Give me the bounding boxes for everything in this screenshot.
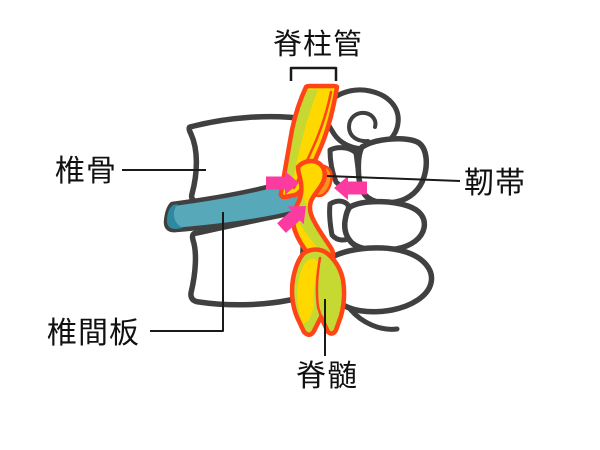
cord-bottom-crease	[315, 256, 324, 322]
label-spinal-canal: 脊柱管	[273, 27, 363, 61]
cord-bottom-yellow-core	[297, 258, 319, 324]
cord-top-green-stripe	[283, 90, 318, 191]
lower-transverse-process	[342, 198, 428, 254]
label-vertebra: 椎骨	[55, 154, 117, 189]
lower-process-tail-line	[347, 306, 400, 332]
pointer-lines	[122, 66, 461, 356]
compression-arrow-right-icon	[334, 176, 367, 200]
spinal-cord-bottom-segment	[289, 247, 347, 337]
label-ligament: 靭帯	[464, 166, 526, 201]
ligament-pointer-line	[326, 175, 461, 182]
spinal-canal-bracket	[289, 66, 338, 81]
upper-spinous-process	[355, 136, 430, 206]
disc-anterior-edge	[167, 204, 183, 229]
compression-arrows	[266, 171, 367, 233]
disc-pointer-line	[150, 212, 224, 332]
label-intervertebral-disc: 椎間板	[47, 316, 140, 351]
compression-arrow-diagonal-icon	[277, 206, 306, 233]
hook-inner-curl	[346, 110, 378, 144]
label-spinal-cord: 脊髄	[296, 359, 358, 394]
compression-arrow-left-icon	[266, 171, 299, 195]
cord-bottom-outline	[289, 247, 347, 337]
